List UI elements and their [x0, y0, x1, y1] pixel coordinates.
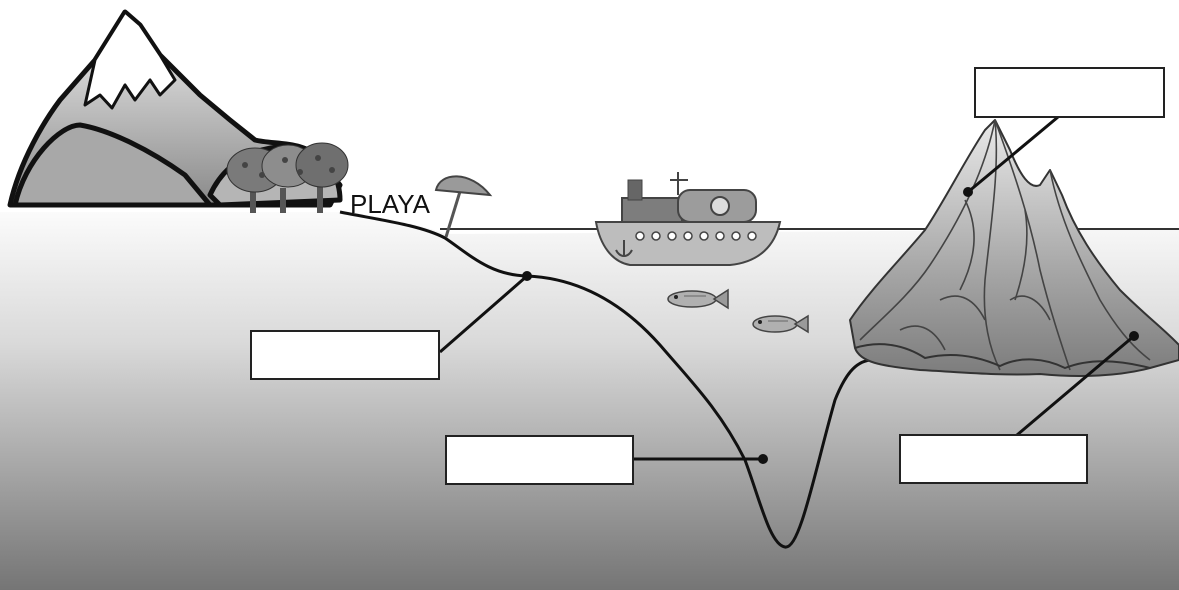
answer-box-continental-shelf[interactable]: [250, 330, 440, 380]
answer-box-island-base[interactable]: [899, 434, 1088, 484]
fish-icon: [667, 288, 729, 310]
boat-icon: [594, 172, 782, 266]
beach-label: PLAYA: [350, 189, 431, 219]
seabed-profile: [339, 210, 871, 549]
tree-icon: [226, 142, 349, 213]
answer-box-trench[interactable]: [445, 435, 634, 485]
fish-icon: [752, 314, 809, 334]
leader-line-trench: [633, 454, 768, 464]
leader-line-island-peak: [963, 115, 1059, 197]
leader-line-island-base: [1016, 331, 1139, 437]
answer-box-island-peak[interactable]: [974, 67, 1165, 118]
leader-line-continental-shelf: [439, 271, 532, 354]
beach-umbrella-icon: [434, 175, 493, 238]
island-rock-icon: [849, 119, 1179, 377]
